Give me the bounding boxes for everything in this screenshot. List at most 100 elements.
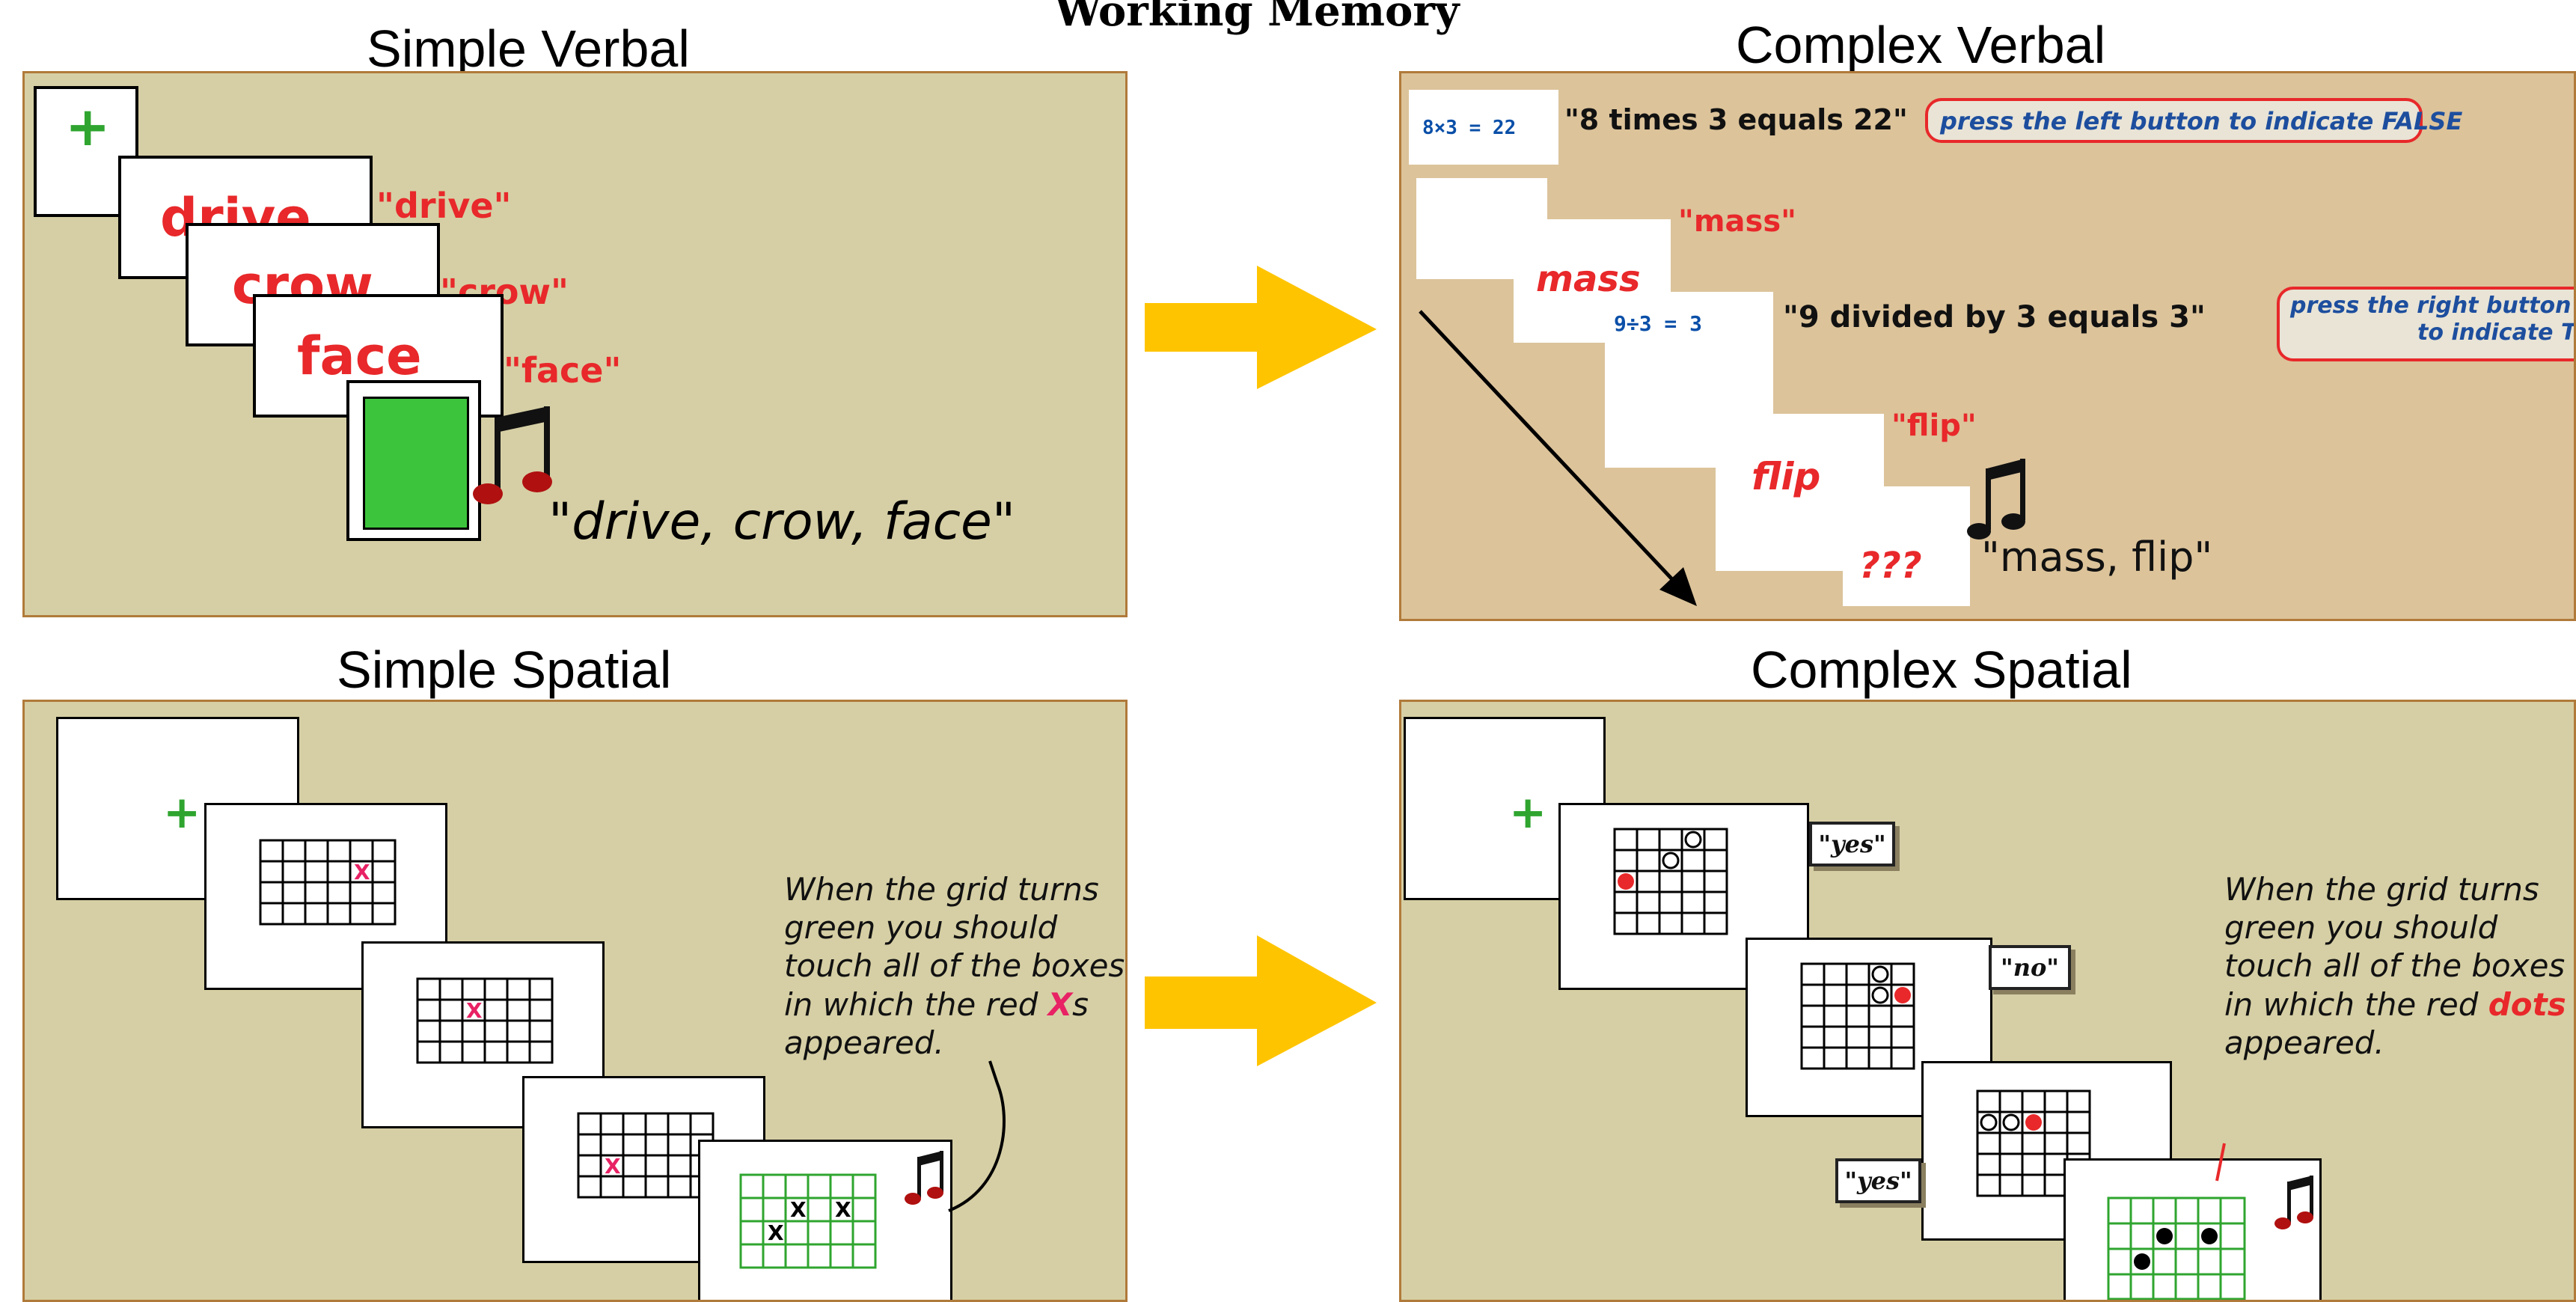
complex-note-beam <box>1987 459 2025 480</box>
arrow-bottom-shape <box>1145 935 1377 1066</box>
probe-card: ??? <box>1843 486 1970 606</box>
spatial-note-beam <box>919 1151 943 1166</box>
black-x-3: X <box>768 1220 784 1245</box>
simple-spatial-title: Simple Spatial <box>337 641 672 699</box>
spatial-note-red-x: X <box>1047 985 1073 1023</box>
cs-open-dot-2 <box>1662 852 1680 869</box>
cs-open-dot-6 <box>2002 1113 2020 1131</box>
grid-1: X <box>259 839 397 926</box>
spatial-fixation-plus-icon: + <box>163 786 201 839</box>
complex-spatial-title: Complex Spatial <box>1751 641 2132 699</box>
cs-fixation-plus-icon: + <box>1509 786 1547 839</box>
complex-verbal-title: Complex Verbal <box>1736 16 2106 74</box>
red-x-1: X <box>354 860 370 884</box>
instruction-false: press the left button to indicate FALSE <box>1925 98 2462 143</box>
black-x-1: X <box>790 1197 807 1222</box>
green-grid: X X X <box>739 1173 877 1269</box>
simple-verbal-title: Simple Verbal <box>367 19 690 78</box>
cs-note: When the grid turns green you should tou… <box>2224 870 2566 1062</box>
probe-marks: ??? <box>1859 545 1922 587</box>
cs-red-dot-2 <box>1894 987 1911 1003</box>
cs-note-line4: in which the red dots <box>2224 985 2566 1024</box>
cs-grid-2 <box>1800 962 1915 1070</box>
verbal-recall-text: "drive, crow, face" <box>548 492 1016 551</box>
cs-open-dot-4 <box>1871 986 1889 1004</box>
red-x-3: X <box>605 1154 621 1179</box>
cs-note-stem-2 <box>2310 1176 2313 1217</box>
cs-red-dot-1 <box>1618 873 1634 890</box>
spatial-note-stem-1 <box>917 1157 921 1198</box>
grid-2: X <box>416 977 554 1064</box>
cs-green-grid-card <box>2063 1158 2322 1300</box>
time-arrow-line <box>1419 310 1683 591</box>
equation-2: 9÷3 = 3 <box>1614 311 1703 336</box>
tag-no: "no" <box>1989 945 2071 990</box>
complex-note-head-1 <box>1967 523 1991 540</box>
spatial-note-line5: appeared. <box>784 1024 944 1061</box>
complex-word-2: flip <box>1752 455 1821 498</box>
callout-curve-path <box>948 1060 1006 1212</box>
tag-yes-2: "yes" <box>1835 1158 1921 1203</box>
cs-note-head-2 <box>2297 1211 2313 1223</box>
time-arrow-head <box>1659 567 1697 606</box>
cs-black-dot-2 <box>2201 1228 2218 1244</box>
equation-1-spoken: "8 times 3 equals 22" <box>1564 103 1908 136</box>
cs-black-dot-3 <box>2134 1253 2150 1270</box>
equation-1: 8×3 = 22 <box>1422 117 1517 139</box>
spatial-note-stem-2 <box>940 1151 943 1192</box>
green-recall-square <box>363 397 469 530</box>
cs-note-line5: appeared. <box>2224 1024 2384 1061</box>
cs-green-grid <box>2107 1196 2246 1300</box>
diagonal-time-arrow <box>1419 310 1697 606</box>
complex-word-1-spoken: "mass" <box>1678 204 1796 239</box>
black-x-2: X <box>835 1197 851 1222</box>
spatial-note-line2: green you should <box>784 909 1058 947</box>
complex-music-note-icon <box>1967 459 2025 540</box>
cs-grid-3 <box>1976 1089 2091 1197</box>
spatial-music-note-icon <box>905 1151 943 1205</box>
complex-spatial-panel: + "yes" <box>1399 700 2576 1302</box>
complex-note-stem-2 <box>2020 459 2025 520</box>
recall-card <box>346 380 481 541</box>
complex-verbal-recall: "mass, flip" <box>1981 534 2213 581</box>
complex-word-2-spoken: "flip" <box>1891 409 1977 443</box>
equation-card-1: 8×3 = 22 <box>1409 90 1558 165</box>
green-grid-card: X X X <box>698 1140 952 1300</box>
word-3: face <box>297 326 422 387</box>
spoken-word-3: "face" <box>504 350 622 391</box>
cs-open-dot-1 <box>1684 831 1702 849</box>
spatial-note-line3: touch all of the boxes <box>784 947 1125 985</box>
arrow-top-shape <box>1145 266 1377 389</box>
cs-grid-1 <box>1613 828 1728 935</box>
cs-open-dot-5 <box>1980 1113 1998 1131</box>
grid-3: X <box>577 1112 715 1199</box>
cs-note-line3: touch all of the boxes <box>2224 947 2566 985</box>
spatial-note-line4: in which the red Xs <box>784 985 1125 1024</box>
equation-2-spoken: "9 divided by 3 equals 3" <box>1783 300 2206 334</box>
spoken-word-1: "drive" <box>376 186 512 226</box>
note-head-2 <box>522 471 552 492</box>
music-note-icon <box>473 406 552 504</box>
tag-yes-1: "yes" <box>1809 822 1895 867</box>
fixation-plus-icon: + <box>65 95 111 158</box>
note-beam <box>496 406 548 433</box>
cs-note-line1: When the grid turns <box>2224 871 2539 908</box>
complex-note-head-2 <box>2001 513 2025 530</box>
cs-note-line4-text: in which the red <box>2224 985 2488 1023</box>
spatial-note-line4-text: in which the red <box>784 985 1048 1023</box>
note-head-1 <box>473 483 503 504</box>
cs-open-dot-3 <box>1871 965 1889 983</box>
complex-verbal-panel: 8×3 = 22 "8 times 3 equals 22" press the… <box>1399 71 2576 621</box>
cs-note-head-1 <box>2274 1217 2291 1229</box>
instruction-false-text: press the left button to indicate FALSE <box>1940 107 2463 135</box>
cs-note-stem-1 <box>2287 1182 2291 1223</box>
spatial-note-s: s <box>1072 985 1089 1023</box>
spatial-note: When the grid turns green you should tou… <box>784 870 1125 1062</box>
simple-verbal-panel: + drive "drive" crow "crow" face "face" … <box>22 71 1128 617</box>
cs-note-beam <box>2289 1176 2313 1191</box>
instruction-true-line2: to indicate TRUE <box>2417 320 2576 346</box>
cs-red-dot-3 <box>2025 1114 2042 1131</box>
main-title: Working Memory <box>1054 0 1460 36</box>
complex-note-stem-1 <box>1986 468 1991 530</box>
spatial-note-head-1 <box>905 1193 921 1205</box>
